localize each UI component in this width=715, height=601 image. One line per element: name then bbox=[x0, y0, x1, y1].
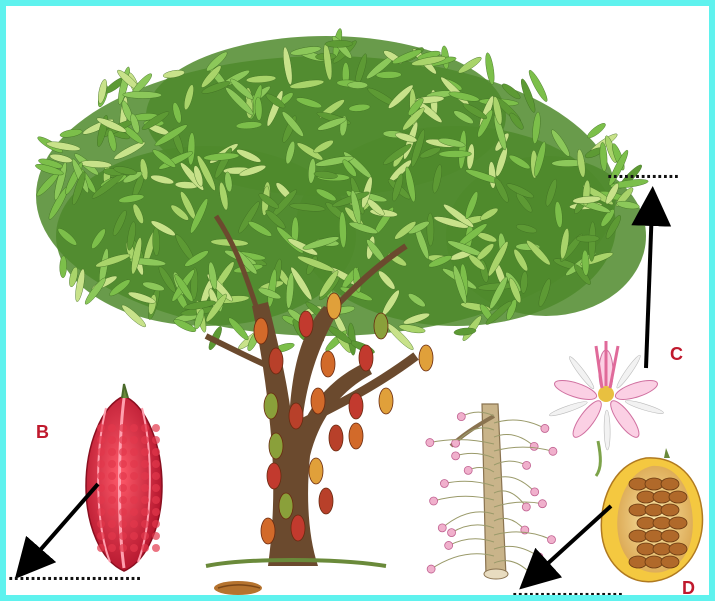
label-d: D bbox=[682, 578, 695, 599]
pod-cross-section-illustration bbox=[601, 448, 702, 582]
flowering-stem-illustration bbox=[426, 404, 557, 579]
cacao-bean-illustration bbox=[214, 581, 262, 595]
arrow-b bbox=[28, 484, 98, 564]
arrow-c bbox=[646, 206, 652, 368]
cacao-pod-illustration bbox=[86, 384, 162, 571]
illustration-layer bbox=[6, 6, 715, 601]
tree-canopy bbox=[34, 28, 648, 356]
label-c: C bbox=[670, 344, 683, 365]
answer-blank-b[interactable]: ........................ bbox=[8, 564, 141, 584]
arrow-d bbox=[534, 506, 611, 576]
label-b: B bbox=[36, 422, 49, 443]
answer-blank-d[interactable]: .................... bbox=[512, 580, 623, 600]
answer-blank-c[interactable]: ............. bbox=[607, 162, 679, 182]
